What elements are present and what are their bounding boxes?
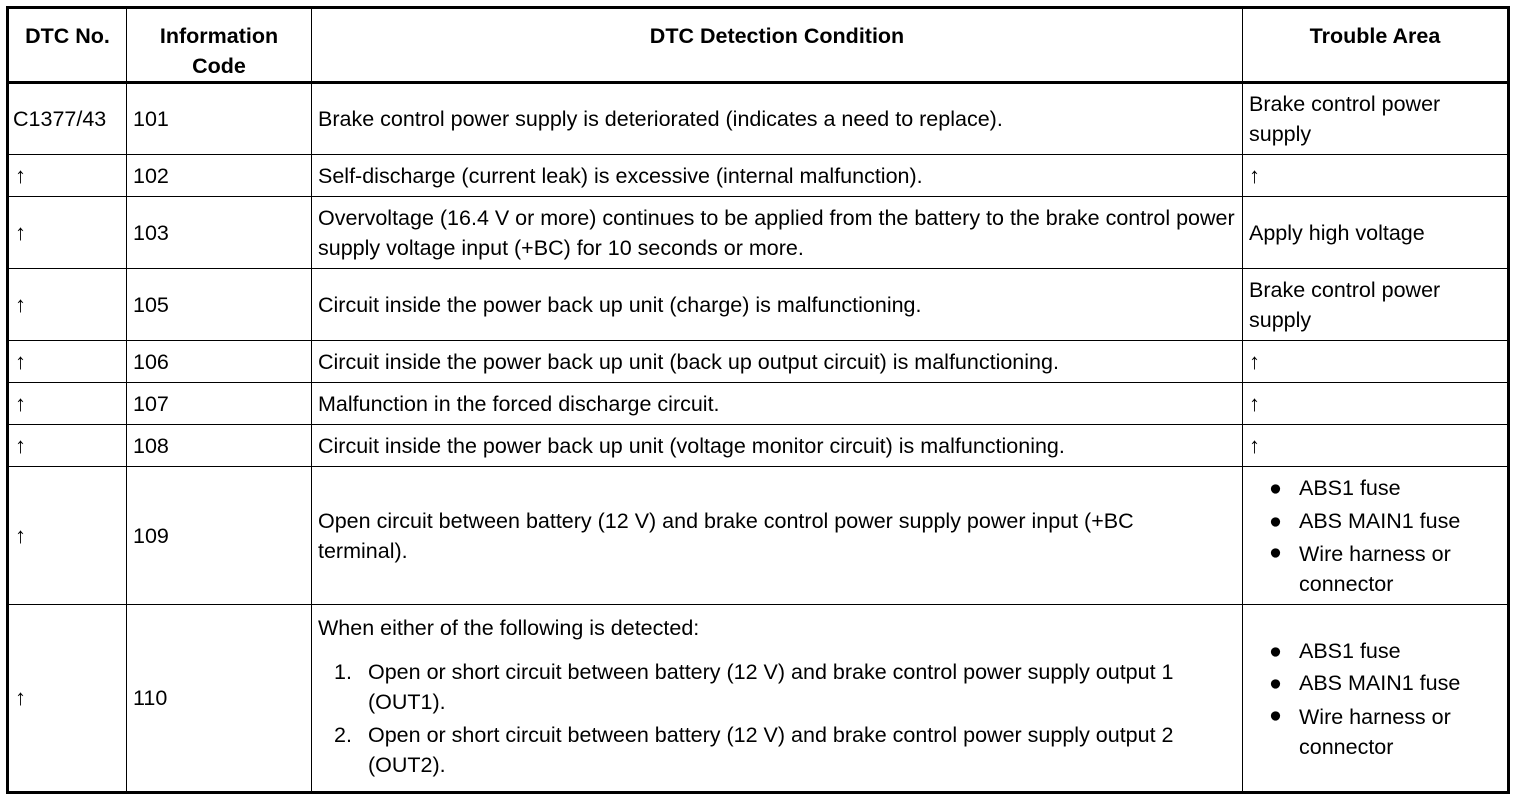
header-trouble-area: Trouble Area [1242,7,1509,84]
list-item: ●ABS MAIN1 fuse [1269,667,1501,700]
bullet-icon: ● [1269,540,1282,564]
table-row: ↑ 109 Open circuit between battery (12 V… [7,466,1509,605]
header-dtc-no: DTC No. [7,7,127,84]
list-item: ●ABS1 fuse [1269,472,1501,505]
detection-condition-cell: When either of the following is detected… [311,604,1243,793]
information-code-cell: 105 [126,268,312,341]
dtc-table: DTC No. Information Code DTC Detection C… [6,6,1510,794]
table-row: C1377/43 101 Brake control power supply … [7,82,1509,155]
header-information-code: Information Code [126,7,312,84]
trouble-area-cell: ●ABS1 fuse ●ABS MAIN1 fuse ●Wire harness… [1242,466,1509,605]
detection-condition-cell: Malfunction in the forced discharge circ… [311,382,1243,425]
information-code-cell: 107 [126,382,312,425]
detection-condition-cell: Circuit inside the power back up unit (v… [311,424,1243,467]
table-row: ↑ 106 Circuit inside the power back up u… [7,340,1509,383]
condition-list: 1.Open or short circuit between battery … [318,657,1212,780]
list-item: ●Wire harness or connector [1269,700,1501,762]
trouble-area-cell: Apply high voltage [1242,196,1509,269]
table-row: ↑ 108 Circuit inside the power back up u… [7,424,1509,467]
trouble-area-cell: Brake control power supply [1242,82,1509,155]
bullet-icon: ● [1269,508,1282,533]
ditto-arrow: ↑ [1242,382,1509,425]
information-code-cell: 106 [126,340,312,383]
table-row: ↑ 102 Self-discharge (current leak) is e… [7,154,1509,197]
ditto-arrow: ↑ [1242,424,1509,467]
list-number: 1. [334,660,352,684]
header-row: DTC No. Information Code DTC Detection C… [7,7,1509,84]
ditto-arrow: ↑ [7,604,127,793]
detection-condition-cell: Circuit inside the power back up unit (b… [311,340,1243,383]
trouble-area-list: ●ABS1 fuse ●ABS MAIN1 fuse ●Wire harness… [1249,635,1501,762]
ditto-arrow: ↑ [7,268,127,341]
ditto-arrow: ↑ [7,196,127,269]
table-row: ↑ 110 When either of the following is de… [7,604,1509,793]
dtc-number-cell: C1377/43 [7,82,127,155]
trouble-area-list: ●ABS1 fuse ●ABS MAIN1 fuse ●Wire harness… [1249,472,1501,599]
ditto-arrow: ↑ [1242,340,1509,383]
table-row: ↑ 107 Malfunction in the forced discharg… [7,382,1509,425]
trouble-area-cell: ●ABS1 fuse ●ABS MAIN1 fuse ●Wire harness… [1242,604,1509,793]
list-number: 2. [334,723,352,747]
information-code-cell: 108 [126,424,312,467]
ditto-arrow: ↑ [1242,154,1509,197]
information-code-cell: 102 [126,154,312,197]
ditto-arrow: ↑ [7,382,127,425]
detection-condition-cell: Overvoltage (16.4 V or more) continues t… [311,196,1243,269]
bullet-icon: ● [1269,476,1282,500]
list-item: 1.Open or short circuit between battery … [334,657,1212,717]
condition-intro: When either of the following is detected… [318,616,700,640]
table-row: ↑ 103 Overvoltage (16.4 V or more) conti… [7,196,1509,269]
information-code-cell: 109 [126,466,312,605]
bullet-icon: ● [1269,638,1282,663]
detection-condition-cell: Self-discharge (current leak) is excessi… [311,154,1243,197]
bullet-icon: ● [1269,702,1282,727]
ditto-arrow: ↑ [7,154,127,197]
bullet-icon: ● [1269,671,1282,695]
ditto-arrow: ↑ [7,466,127,605]
detection-condition-cell: Circuit inside the power back up unit (c… [311,268,1243,341]
list-item: 2.Open or short circuit between battery … [334,720,1212,780]
detection-condition-cell: Brake control power supply is deteriorat… [311,82,1243,155]
header-detection-condition: DTC Detection Condition [311,7,1243,84]
list-item: ●ABS MAIN1 fuse [1269,505,1501,538]
information-code-cell: 103 [126,196,312,269]
information-code-cell: 101 [126,82,312,155]
list-item: ●ABS1 fuse [1269,635,1501,668]
information-code-cell: 110 [126,604,312,793]
table-row: ↑ 105 Circuit inside the power back up u… [7,268,1509,341]
list-item: ●Wire harness or connector [1269,537,1501,599]
ditto-arrow: ↑ [7,340,127,383]
trouble-area-cell: Brake control power supply [1242,268,1509,341]
detection-condition-cell: Open circuit between battery (12 V) and … [311,466,1243,605]
ditto-arrow: ↑ [7,424,127,467]
